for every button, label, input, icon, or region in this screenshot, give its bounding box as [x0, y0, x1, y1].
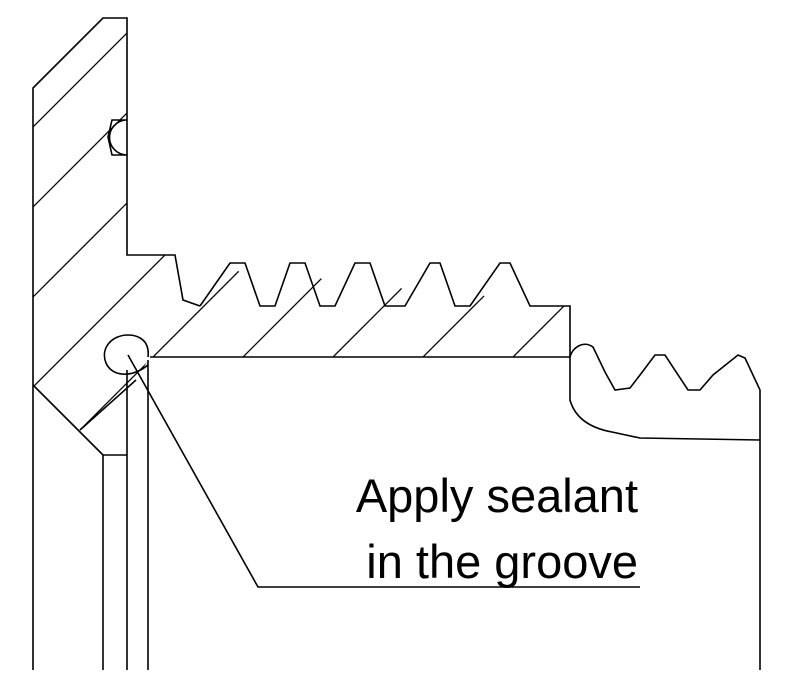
thread-profile-step — [569, 343, 761, 670]
callout-line-1: Apply sealant — [356, 469, 638, 522]
thread-profile-main — [150, 262, 571, 358]
sealant-groove — [103, 334, 149, 375]
flange-outline — [32, 17, 201, 670]
callout-line-2: in the groove — [366, 535, 638, 588]
leader-line — [127, 354, 640, 588]
section-hatching — [33, 18, 570, 450]
